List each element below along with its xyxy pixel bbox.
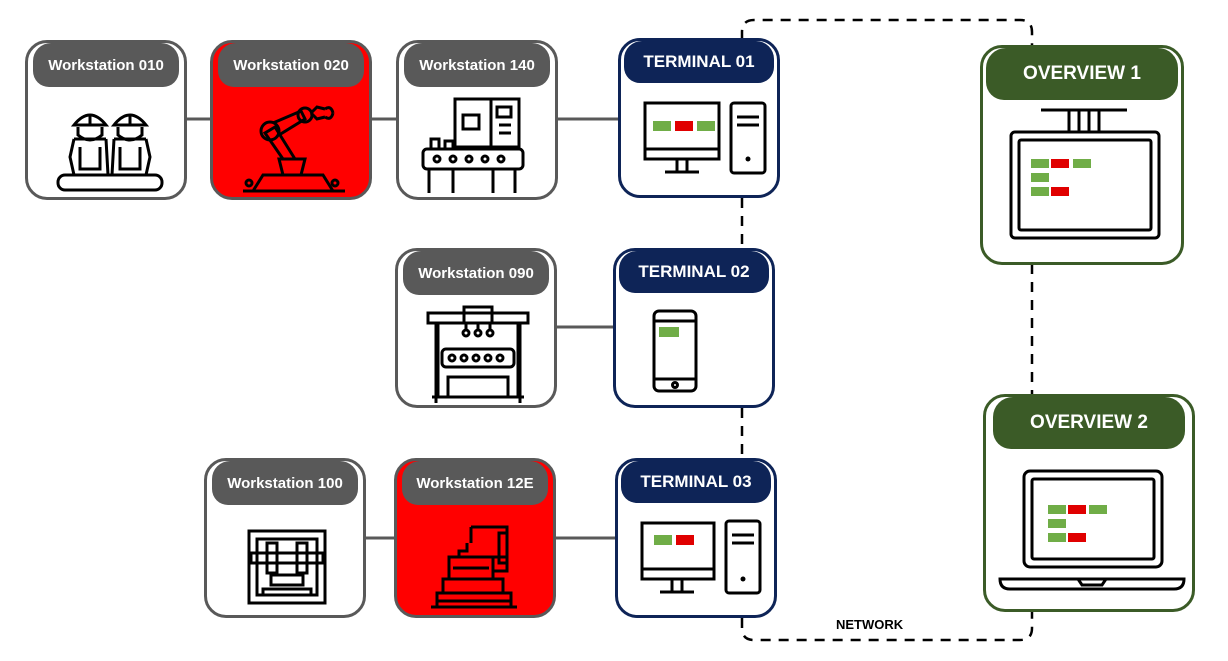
press-machine-icon <box>247 529 327 605</box>
workstation-010-card[interactable]: Workstation 010 <box>25 40 187 200</box>
status-indicator-green <box>1089 505 1107 514</box>
network-label: NETWORK <box>836 617 904 632</box>
status-indicator-red <box>1068 505 1086 514</box>
terminal-label: TERMINAL 01 <box>624 41 774 83</box>
desktop-computer-icon <box>643 101 767 175</box>
terminal-label: TERMINAL 03 <box>621 461 771 503</box>
terminal-02-card[interactable]: TERMINAL 02 <box>613 248 775 408</box>
workstation-label: Workstation 12E <box>402 461 548 505</box>
assembly-machine-icon <box>426 305 530 403</box>
workers-icon <box>56 113 164 192</box>
smartphone-icon <box>652 309 698 393</box>
workstation-label: Workstation 140 <box>404 43 550 87</box>
overview-label: OVERVIEW 1 <box>986 48 1178 100</box>
status-indicators <box>654 535 694 545</box>
robot-arm-icon <box>243 105 345 193</box>
status-indicators <box>1031 159 1091 196</box>
workstation-label: Workstation 020 <box>218 43 364 87</box>
workstation-label: Workstation 090 <box>403 251 549 295</box>
status-indicator-green <box>1048 505 1066 514</box>
network-line <box>740 18 1034 642</box>
status-indicator-green <box>1073 159 1091 168</box>
status-indicator-green <box>654 535 672 545</box>
conveyor-machine-icon <box>421 97 525 193</box>
status-indicator-green <box>659 327 679 337</box>
workstation-090-card[interactable]: Workstation 090 <box>395 248 557 408</box>
terminal-03-card[interactable]: TERMINAL 03 <box>615 458 777 618</box>
laptop-icon <box>998 469 1186 591</box>
status-indicator-red <box>1068 533 1086 542</box>
status-indicator-red <box>1051 187 1069 196</box>
status-indicators <box>659 327 679 337</box>
status-indicator-green <box>1048 519 1066 528</box>
status-indicator-green <box>1031 187 1049 196</box>
workstation-100-card[interactable]: Workstation 100 <box>204 458 366 618</box>
overview-1-card[interactable]: OVERVIEW 1 <box>980 45 1184 265</box>
connectors <box>186 117 620 540</box>
workstation-label: Workstation 010 <box>33 43 179 87</box>
workstation-140-card[interactable]: Workstation 140 <box>396 40 558 200</box>
overview-label: OVERVIEW 2 <box>993 397 1185 449</box>
status-indicator-green <box>697 121 715 131</box>
status-indicator-red <box>676 535 694 545</box>
status-indicator-red <box>1051 159 1069 168</box>
status-indicators <box>1048 505 1107 542</box>
workstation-020-card[interactable]: Workstation 020 <box>210 40 372 200</box>
milling-machine-icon <box>431 525 517 609</box>
terminal-label: TERMINAL 02 <box>619 251 769 293</box>
status-indicator-green <box>1048 533 1066 542</box>
status-indicator-green <box>1031 173 1049 182</box>
ceiling-display-icon <box>1009 108 1161 240</box>
status-indicators <box>653 121 715 131</box>
terminal-01-card[interactable]: TERMINAL 01 <box>618 38 780 198</box>
status-indicator-green <box>1031 159 1049 168</box>
desktop-computer-icon <box>640 519 762 595</box>
status-indicator-red <box>675 121 693 131</box>
workstation-12e-card[interactable]: Workstation 12E <box>394 458 556 618</box>
overview-2-card[interactable]: OVERVIEW 2 <box>983 394 1195 612</box>
workstation-label: Workstation 100 <box>212 461 358 505</box>
status-indicator-green <box>653 121 671 131</box>
